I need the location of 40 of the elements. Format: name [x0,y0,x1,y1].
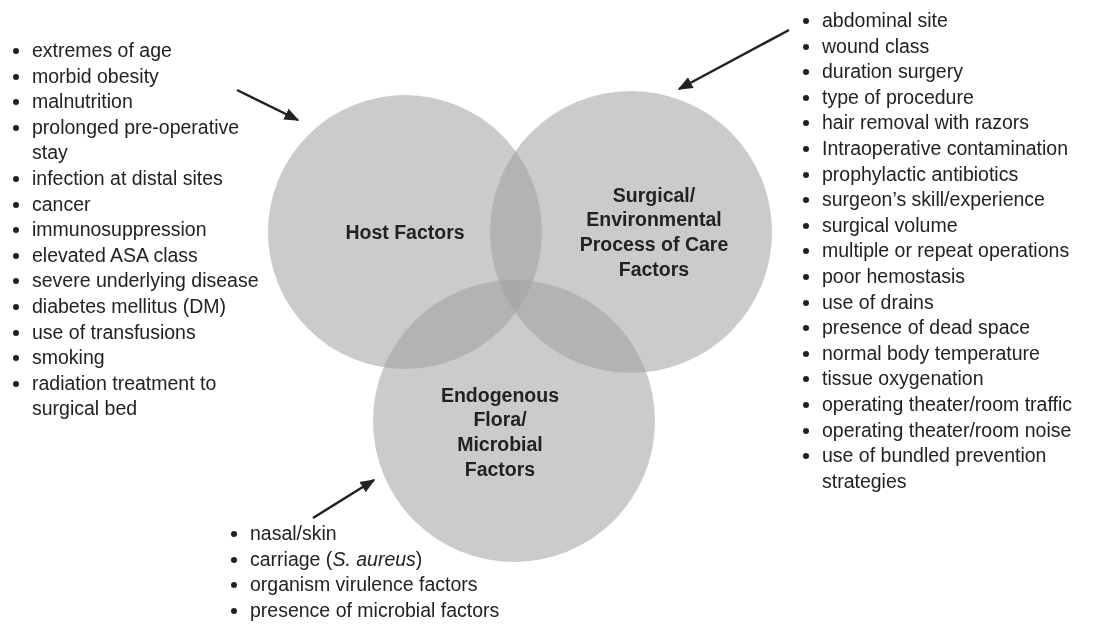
list-item-text: Intraoperative contamination [822,135,1069,161]
list-item-text: poor hemostasis [822,263,966,289]
list-item-text: presence of microbial factors [250,597,500,623]
list-item-text: operating theater/room traffic [822,391,1073,417]
list-item-text: abdominal site [822,8,948,33]
list-item-text: operating theater/room noise [822,417,1072,443]
list-item-text: use of transfusions [32,319,196,345]
list-item-text: carriage (S. aureus) [250,546,423,572]
list-item-text: elevated ASA class [32,242,198,268]
list-item-text: smoking [32,345,105,371]
list-item-text: cancer [32,191,91,217]
list-item-text: extremes of age [32,38,172,63]
list-item-text: hair removal with razors [822,110,1029,136]
list-item-text: radiation treatment to surgical bed [32,370,218,422]
list-item-text: organism virulence factors [250,572,478,598]
list-item-text: nasal/skin [250,521,337,546]
list-item-text: use of drains [822,289,934,315]
list-item-text: tissue oxygenation [822,366,984,392]
list-item-text: diabetes mellitus (DM) [32,293,226,319]
list-item-text: multiple or repeat operations [822,238,1070,264]
list-item-text: type of procedure [822,84,974,110]
circle-label: Host Factors [344,219,466,245]
list-item-text: immunosuppression [32,217,207,243]
list-item-text: prophylactic antibiotics [822,161,1019,187]
list-item-text: infection at distal sites [32,165,223,191]
arrow [312,478,376,520]
circle-label: Surgical/ Environmental Process of Care Factors [578,182,730,282]
list-item-text: surgical volume [822,212,958,238]
list-item-text: malnutrition [32,89,133,115]
list-item-text: normal body temperature [822,340,1040,366]
list-item-text: presence of dead space [822,315,1031,341]
list-item-text: surgeon’s skill/experience [822,187,1045,213]
list-item-text: duration surgery [822,59,963,85]
arrow [677,28,790,91]
list-item-text: use of bundled prevention strategies [822,443,1048,494]
list-item-text: wound class [822,33,930,59]
arrow [236,88,300,122]
list-item-text: severe underlying disease [32,268,259,294]
circle-label: Endogenous Flora/ Microbial Factors [439,382,561,482]
list-item-text: morbid obesity [32,63,159,89]
